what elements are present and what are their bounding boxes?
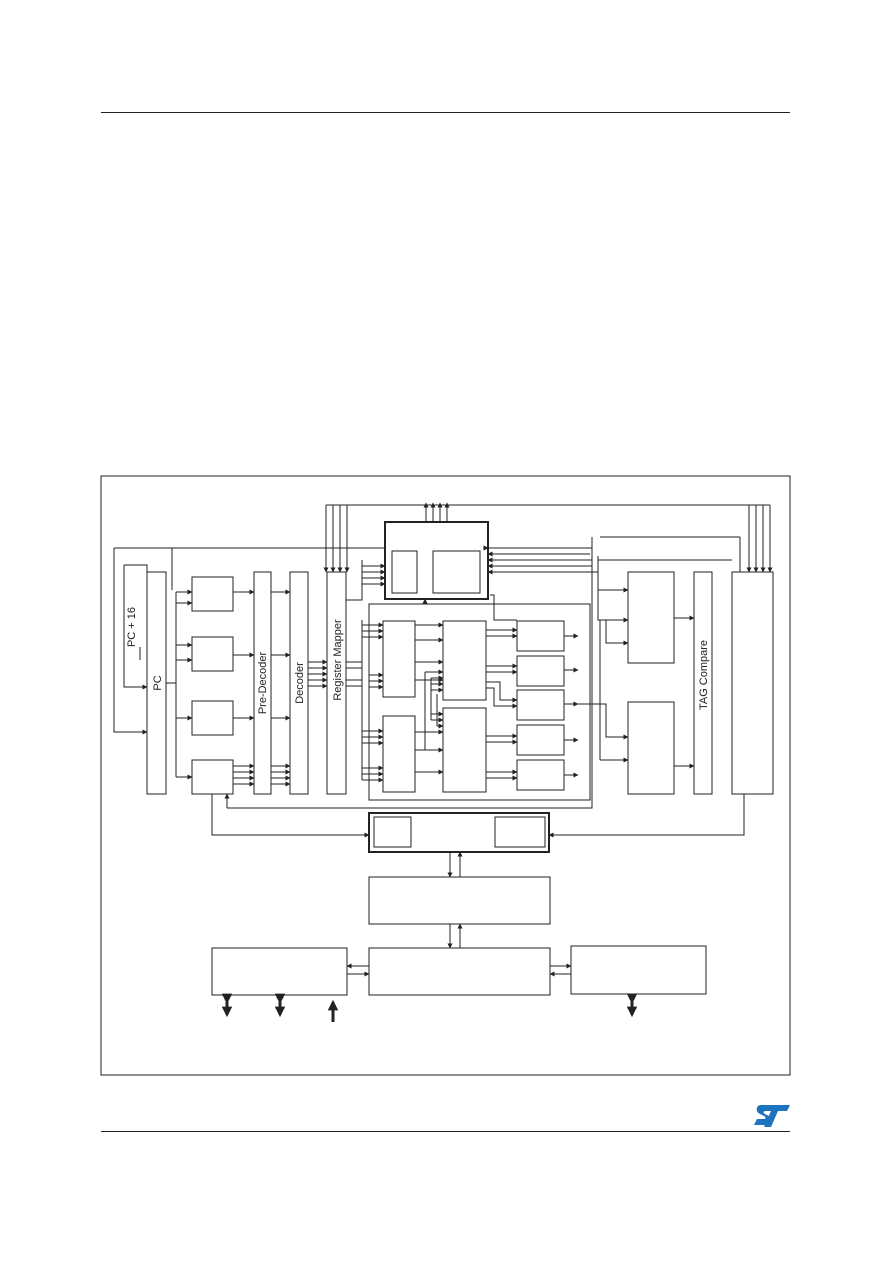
register-file-right bbox=[432, 550, 481, 594]
pc-label: PC bbox=[152, 675, 164, 690]
exec-unit-1 bbox=[516, 620, 565, 652]
tag-compare-block bbox=[693, 571, 713, 795]
cache-block-bottom bbox=[627, 701, 675, 795]
execution-area bbox=[368, 603, 591, 801]
decoder-label: Decoder bbox=[294, 662, 306, 704]
register-mapper-block bbox=[326, 571, 347, 795]
bus-interface-right bbox=[494, 816, 546, 848]
middle-block bbox=[368, 876, 551, 925]
register-mapper-label: Register Mapper bbox=[332, 619, 344, 701]
bottom-left-block bbox=[211, 947, 348, 996]
fetch-block-2 bbox=[191, 636, 234, 672]
fetch-block-1 bbox=[191, 576, 234, 612]
header-rule bbox=[101, 112, 790, 113]
bottom-right-block bbox=[570, 945, 707, 995]
tag-compare-label: TAG Compare bbox=[698, 640, 710, 710]
st-logo-icon bbox=[754, 1105, 790, 1127]
footer-rule bbox=[101, 1131, 790, 1132]
fetch-block-4 bbox=[191, 759, 234, 795]
cache-block-top bbox=[627, 571, 675, 664]
bus-interface-left bbox=[373, 816, 412, 848]
issue-queue-1 bbox=[382, 620, 416, 698]
diagram-frame bbox=[100, 475, 791, 1076]
fetch-block-3 bbox=[191, 700, 234, 736]
exec-unit-4 bbox=[516, 724, 565, 756]
decoder-block bbox=[289, 571, 309, 795]
bus-interface-block bbox=[368, 812, 550, 853]
exec-unit-3 bbox=[516, 689, 565, 721]
operand-block-1 bbox=[442, 620, 487, 701]
pre-decoder-block bbox=[253, 571, 272, 795]
right-tall-block bbox=[731, 571, 774, 795]
operand-block-2 bbox=[442, 707, 487, 793]
register-file-left bbox=[391, 550, 418, 594]
issue-queue-2 bbox=[382, 715, 416, 793]
connections bbox=[113, 502, 773, 977]
external-bus-arrows bbox=[221, 993, 638, 1022]
pc-plus-16-label: PC + 16 bbox=[126, 607, 138, 647]
exec-unit-2 bbox=[516, 655, 565, 687]
pre-decoder-label: Pre-Decoder bbox=[257, 651, 269, 714]
register-file-block bbox=[384, 521, 489, 600]
exec-unit-5 bbox=[516, 759, 565, 791]
bottom-center-block bbox=[368, 947, 551, 996]
